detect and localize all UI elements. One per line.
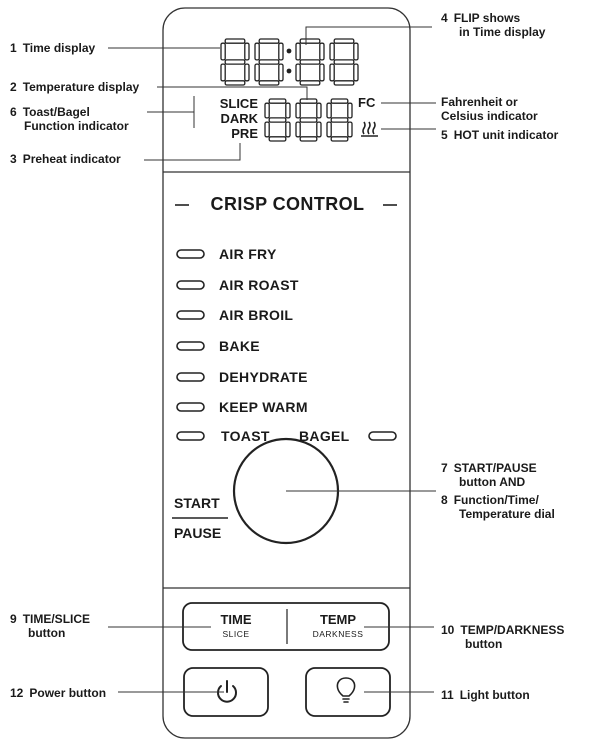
time-digit-3 <box>295 38 325 86</box>
function-label-toast: TOAST <box>221 428 270 444</box>
function-leds <box>176 249 397 441</box>
darkness-button-sublabel: DARKNESS <box>312 629 364 639</box>
power-icon <box>217 680 237 703</box>
time-colon-dot <box>286 48 292 54</box>
temp-digit-3 <box>326 98 353 142</box>
temp-digit-1 <box>264 98 291 142</box>
slice-button-sublabel: SLICE <box>222 629 250 639</box>
dark-indicator: DARK <box>220 111 258 126</box>
time-digit-2 <box>254 38 284 86</box>
time-colon-dot <box>286 68 292 74</box>
temp-digit-2 <box>295 98 322 142</box>
function-label-bake: BAKE <box>219 338 260 354</box>
temp-button-label: TEMP <box>319 612 357 627</box>
crisp-control-title: CRISP CONTROL <box>210 194 365 214</box>
callout-fahrenheit-celsius: Fahrenheit or Celsius indicator <box>441 95 538 123</box>
led-bagel <box>368 431 397 441</box>
led-bake <box>176 341 205 351</box>
led-air-roast <box>176 280 205 290</box>
fahrenheit-celsius-indicator: FC <box>358 95 376 110</box>
function-label-bagel: BAGEL <box>299 428 350 444</box>
function-label-dehydrate: DEHYDRATE <box>219 369 308 385</box>
led-air-fry <box>176 249 205 259</box>
seven-segment-displays <box>220 38 359 142</box>
led-keep-warm <box>176 402 205 412</box>
temp-darkness-button[interactable]: TEMP DARKNESS <box>287 613 389 641</box>
function-label-air-roast: AIR ROAST <box>219 277 299 293</box>
time-slice-button[interactable]: TIME SLICE <box>185 613 287 641</box>
slice-indicator: SLICE <box>219 96 258 111</box>
time-digit-1 <box>220 38 250 86</box>
start-label: START <box>174 495 220 511</box>
led-dehydrate <box>176 372 205 382</box>
pause-label: PAUSE <box>174 525 222 541</box>
time-digit-4 <box>329 38 359 86</box>
function-label-air-fry: AIR FRY <box>219 246 277 262</box>
function-label-air-broil: AIR BROIL <box>219 307 294 323</box>
led-toast <box>176 431 205 441</box>
led-air-broil <box>176 310 205 320</box>
panel-outline <box>162 7 411 739</box>
preheat-indicator: PRE <box>231 126 258 141</box>
leader-lines <box>108 26 436 693</box>
function-label-keep-warm: KEEP WARM <box>219 399 308 415</box>
hot-unit-icon <box>361 121 378 137</box>
time-button-label: TIME <box>220 612 252 627</box>
lightbulb-icon <box>336 677 356 703</box>
